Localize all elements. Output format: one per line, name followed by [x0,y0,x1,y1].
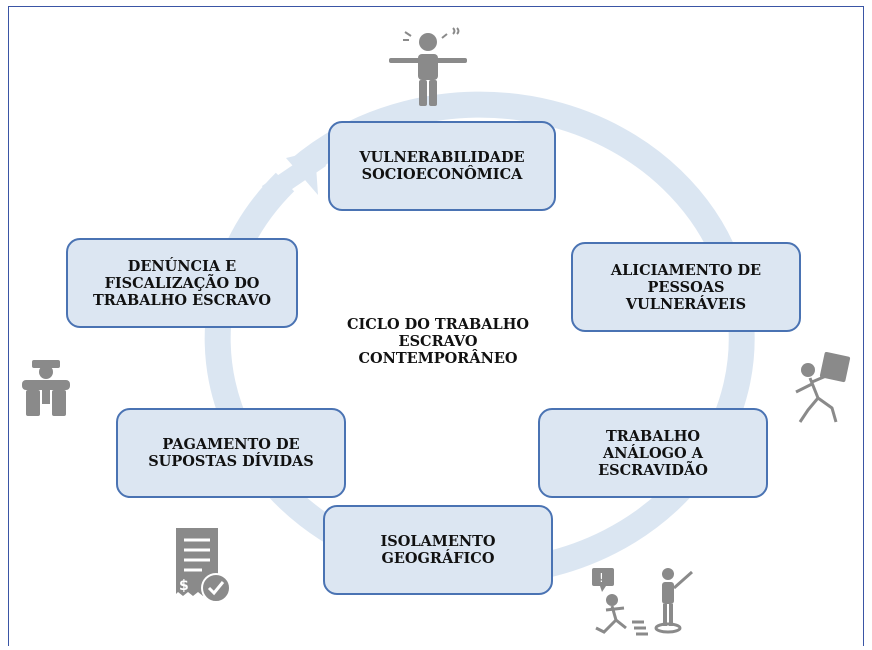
person-carrying-box-icon [795,352,851,423]
center-title: CICLO DO TRABALHO ESCRAVO CONTEMPORÂNEO [346,316,530,367]
stressed-person-icon [389,27,467,106]
diagram-frame [8,6,864,646]
stage-label: PAGAMENTO DE SUPOSTAS DÍVIDAS [148,436,314,470]
cycle-arrowhead [286,151,318,195]
stage-trabalho: TRABALHO ANÁLOGO A ESCRAVIDÃO [538,408,768,498]
svg-text:!: ! [599,571,604,585]
debt-receipt-icon: $ [176,528,231,603]
stage-label: ISOLAMENTO GEOGRÁFICO [380,533,496,567]
person-fleeing-icon: ! [592,568,693,636]
stage-isolamento: ISOLAMENTO GEOGRÁFICO [323,505,553,595]
stage-label: TRABALHO ANÁLOGO A ESCRAVIDÃO [598,427,708,479]
stage-label: DENÚNCIA E FISCALIZAÇÃO DO TRABALHO ESCR… [92,257,272,309]
stage-label: ALICIAMENTO DE PESSOAS VULNERÁVEIS [610,261,762,313]
stage-label: VULNERABILIDADE SOCIOECONÔMICA [359,149,525,183]
svg-text:$: $ [179,578,189,594]
stage-pagamento: PAGAMENTO DE SUPOSTAS DÍVIDAS [116,408,346,498]
stage-aliciamento: ALICIAMENTO DE PESSOAS VULNERÁVEIS [571,242,801,332]
inspectors-icon [22,360,70,416]
stage-vulnerabilidade: VULNERABILIDADE SOCIOECONÔMICA [328,121,556,211]
stage-denuncia: DENÚNCIA E FISCALIZAÇÃO DO TRABALHO ESCR… [66,238,298,328]
